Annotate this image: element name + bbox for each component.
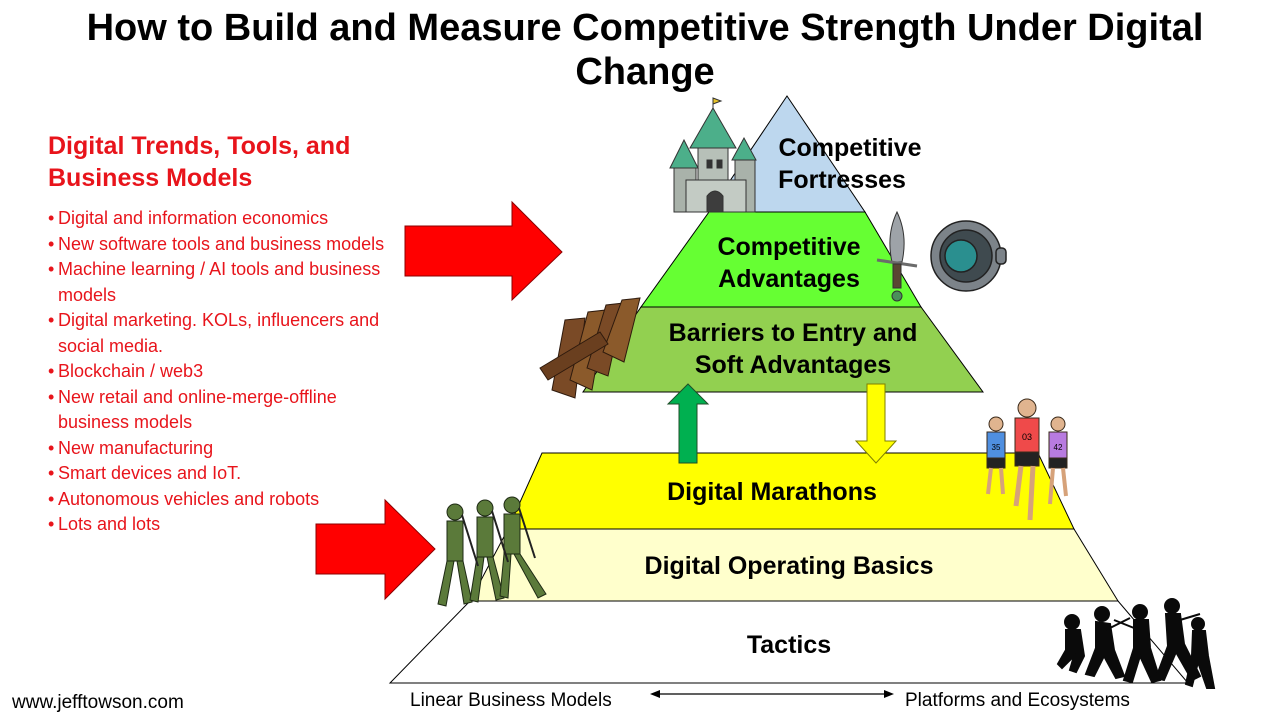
- advantages-label-line2: Advantages: [718, 265, 860, 293]
- list-item: Smart devices and IoT.: [48, 461, 388, 487]
- dagger-icon: [876, 210, 918, 302]
- barriers-label-line1: Barriers to Entry and: [669, 319, 918, 347]
- axis-arrow-icon: [650, 690, 894, 698]
- soldiers-icon: [437, 496, 547, 607]
- marathons-label: Digital Marathons: [667, 478, 877, 506]
- fighters-icon: [1056, 598, 1216, 689]
- red-arrow-icon: [404, 200, 563, 302]
- list-item: New software tools and business models: [48, 232, 388, 258]
- list-item: Lots and lots: [48, 512, 388, 538]
- list-item: Autonomous vehicles and robots: [48, 487, 388, 513]
- page-title: How to Build and Measure Competitive Str…: [86, 7, 1204, 93]
- list-item: New retail and online-merge-offline busi…: [48, 385, 388, 436]
- yellow-down-arrow-icon: [854, 383, 898, 464]
- castle-icon: [669, 97, 757, 213]
- shield-icon: [930, 220, 1007, 292]
- axis-left-label: Linear Business Models: [410, 690, 612, 711]
- tactics-label: Tactics: [747, 631, 831, 659]
- fortresses-label-line1: Competitive: [778, 134, 921, 162]
- runner-bib: 35: [992, 443, 1001, 452]
- website-link[interactable]: www.jefftowson.com: [12, 692, 184, 713]
- list-item: Digital and information economics: [48, 206, 388, 232]
- list-item: Blockchain / web3: [48, 359, 388, 385]
- runner-bib: 42: [1054, 443, 1063, 452]
- basics-label: Digital Operating Basics: [645, 552, 934, 580]
- barriers-label-line2: Soft Advantages: [695, 351, 891, 379]
- axis-right-label: Platforms and Ecosystems: [905, 690, 1130, 711]
- wooden-spikes-icon: [539, 297, 641, 399]
- advantages-label-line1: Competitive: [717, 233, 860, 261]
- list-item: Digital marketing. KOLs, influencers and…: [48, 308, 388, 359]
- trends-panel: Digital Trends, Tools, and Business Mode…: [48, 130, 388, 538]
- green-up-arrow-icon: [666, 383, 710, 464]
- runners-icon: 35 42 03: [986, 398, 1068, 521]
- red-arrow-icon: [315, 498, 436, 601]
- fortresses-label-line2: Fortresses: [778, 166, 906, 194]
- list-item: Machine learning / AI tools and business…: [48, 257, 388, 308]
- trends-list: Digital and information economics New so…: [48, 206, 388, 538]
- list-item: New manufacturing: [48, 436, 388, 462]
- trends-heading: Digital Trends, Tools, and Business Mode…: [48, 132, 351, 192]
- runner-bib: 03: [1022, 432, 1032, 442]
